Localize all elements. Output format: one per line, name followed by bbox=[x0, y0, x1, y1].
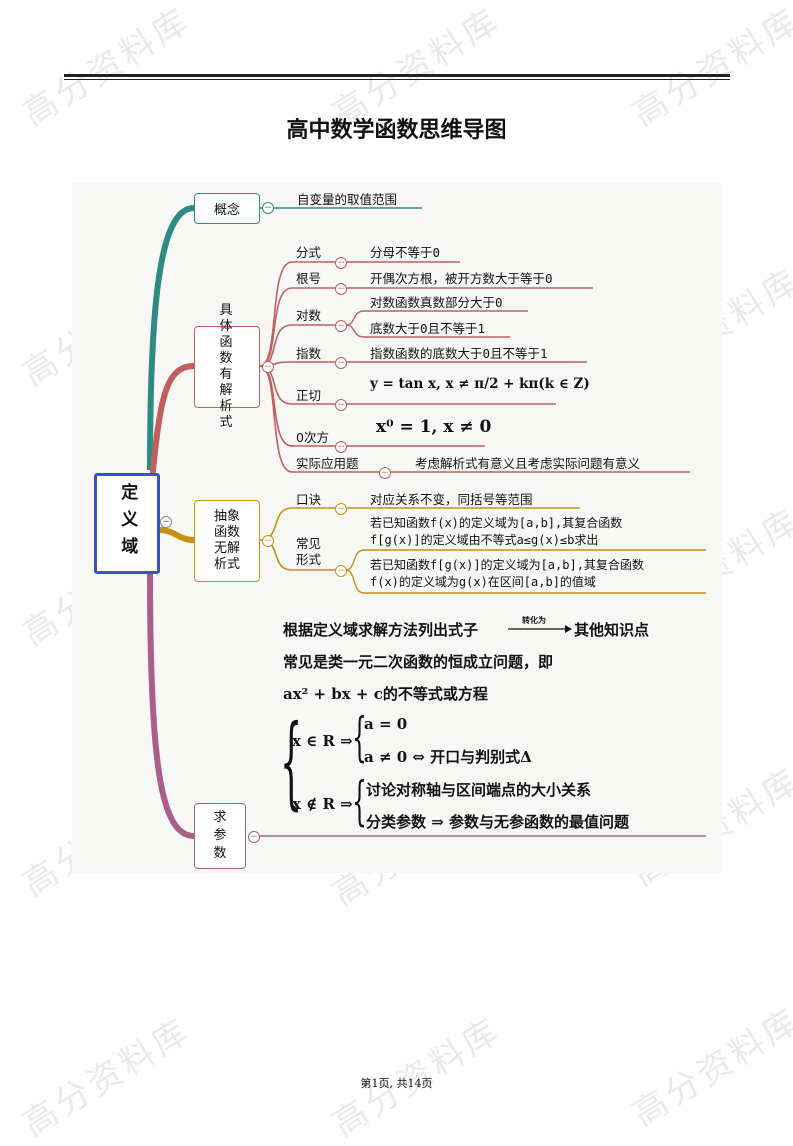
case-2-a: 讨论对称轴与区间端点的大小关系 bbox=[366, 781, 592, 799]
node-explicit[interactable]: 具体函数有解析式 bbox=[194, 303, 260, 430]
collapse-icon[interactable]: − bbox=[335, 399, 347, 411]
leaf-mnemonic: 对应关系不变，同括号等范围 bbox=[370, 492, 533, 507]
mindmap-background bbox=[72, 183, 722, 873]
collapse-icon[interactable]: − bbox=[379, 467, 391, 479]
collapse-icon[interactable]: − bbox=[262, 361, 274, 373]
label-common-forms: 常见形式 bbox=[296, 536, 322, 567]
leaf-log-1: 对数函数真数部分大于0 bbox=[370, 295, 503, 310]
case-1-b: a ≠ 0 ⇔ 开口与判别式Δ bbox=[364, 748, 532, 766]
label-tan: 正切 bbox=[296, 388, 322, 403]
collapse-icon[interactable]: − bbox=[335, 441, 347, 453]
label-fraction: 分式 bbox=[296, 245, 322, 260]
collapse-icon[interactable]: − bbox=[335, 320, 347, 332]
leaf-tan: y = tan x, x ≠ π/2 + kπ(k ∈ Z) bbox=[370, 376, 590, 392]
leaf-root-sign: 开偶次方根，被开方数大于等于0 bbox=[370, 271, 553, 286]
leaf-log-2: 底数大于0且不等于1 bbox=[370, 321, 486, 336]
param-line-1-end: 其他知识点 bbox=[574, 621, 650, 639]
header-rule-thin bbox=[64, 79, 730, 80]
leaf-concept: 自变量的取值范围 bbox=[297, 192, 398, 207]
root-label: 定义域 bbox=[117, 483, 138, 564]
leaf-form-2a: 若已知函数f[g(x)]的定义域为[a,b],其复合函数 bbox=[370, 558, 644, 572]
label-root-sign: 根号 bbox=[296, 271, 322, 286]
arrow-label: 转化为 bbox=[522, 616, 546, 625]
brace-case-1: { bbox=[352, 708, 367, 768]
page-number: 第1页, 共14页 bbox=[360, 1077, 433, 1090]
leaf-form-2b: f(x)的定义域为g(x)在区间[a,b]的值域 bbox=[370, 575, 596, 589]
node-concept[interactable]: 概念 bbox=[194, 193, 260, 224]
node-param-label: 求参数 bbox=[213, 810, 227, 861]
brace-case-2: { bbox=[352, 772, 367, 832]
node-concept-label: 概念 bbox=[213, 203, 240, 218]
label-zero-power: 0次方 bbox=[296, 430, 329, 445]
leaf-form-1a: 若已知函数f(x)的定义域为[a,b],其复合函数 bbox=[370, 516, 623, 530]
collapse-icon[interactable]: − bbox=[335, 503, 347, 515]
case-1-a: a = 0 bbox=[364, 715, 408, 733]
page-title: 高中数学函数思维导图 bbox=[286, 118, 507, 143]
param-line-2: 常见是类一元二次函数的恒成立问题，即 bbox=[283, 653, 554, 671]
collapse-icon[interactable]: − bbox=[262, 202, 274, 214]
node-param[interactable]: 求参数 bbox=[194, 803, 246, 869]
case-2-b: 分类参数 ⇒ 参数与无参函数的最值问题 bbox=[366, 813, 630, 831]
case-1: x ∈ R ⇒ bbox=[292, 732, 353, 750]
collapse-icon[interactable]: − bbox=[160, 516, 172, 528]
case-2: x ∉ R ⇒ bbox=[292, 795, 353, 813]
leaf-zero-power: x⁰ = 1, x ≠ 0 bbox=[376, 417, 492, 437]
collapse-icon[interactable]: − bbox=[335, 357, 347, 369]
collapse-icon[interactable]: − bbox=[248, 831, 260, 843]
label-mnemonic: 口诀 bbox=[296, 492, 322, 507]
label-applied: 实际应用题 bbox=[296, 456, 359, 471]
node-abstract-label: 抽象函数无解析式 bbox=[213, 509, 240, 572]
collapse-icon[interactable]: − bbox=[335, 565, 347, 577]
collapse-icon[interactable]: − bbox=[262, 535, 274, 547]
param-line-3: ax² + bx + c的不等式或方程 bbox=[283, 685, 488, 703]
leaf-exp: 指数函数的底数大于0且不等于1 bbox=[370, 346, 548, 361]
collapse-icon[interactable]: − bbox=[335, 257, 347, 269]
header-rule bbox=[64, 74, 730, 77]
label-exp: 指数 bbox=[296, 346, 322, 361]
root-node[interactable]: 定义域 bbox=[94, 473, 160, 574]
param-line-1: 根据定义域求解方法列出式子 bbox=[283, 621, 479, 639]
brace-outer: { bbox=[280, 703, 303, 820]
leaf-form-1b: f[g(x)]的定义域由不等式a≤g(x)≤b求出 bbox=[370, 533, 599, 547]
label-log: 对数 bbox=[296, 308, 322, 323]
node-abstract[interactable]: 抽象函数无解析式 bbox=[194, 500, 260, 582]
node-explicit-label: 具体函数有解析式 bbox=[219, 303, 235, 430]
leaf-fraction: 分母不等于0 bbox=[370, 245, 441, 260]
leaf-applied: 考虑解析式有意义且考虑实际问题有意义 bbox=[415, 456, 641, 471]
collapse-icon[interactable]: − bbox=[335, 283, 347, 295]
